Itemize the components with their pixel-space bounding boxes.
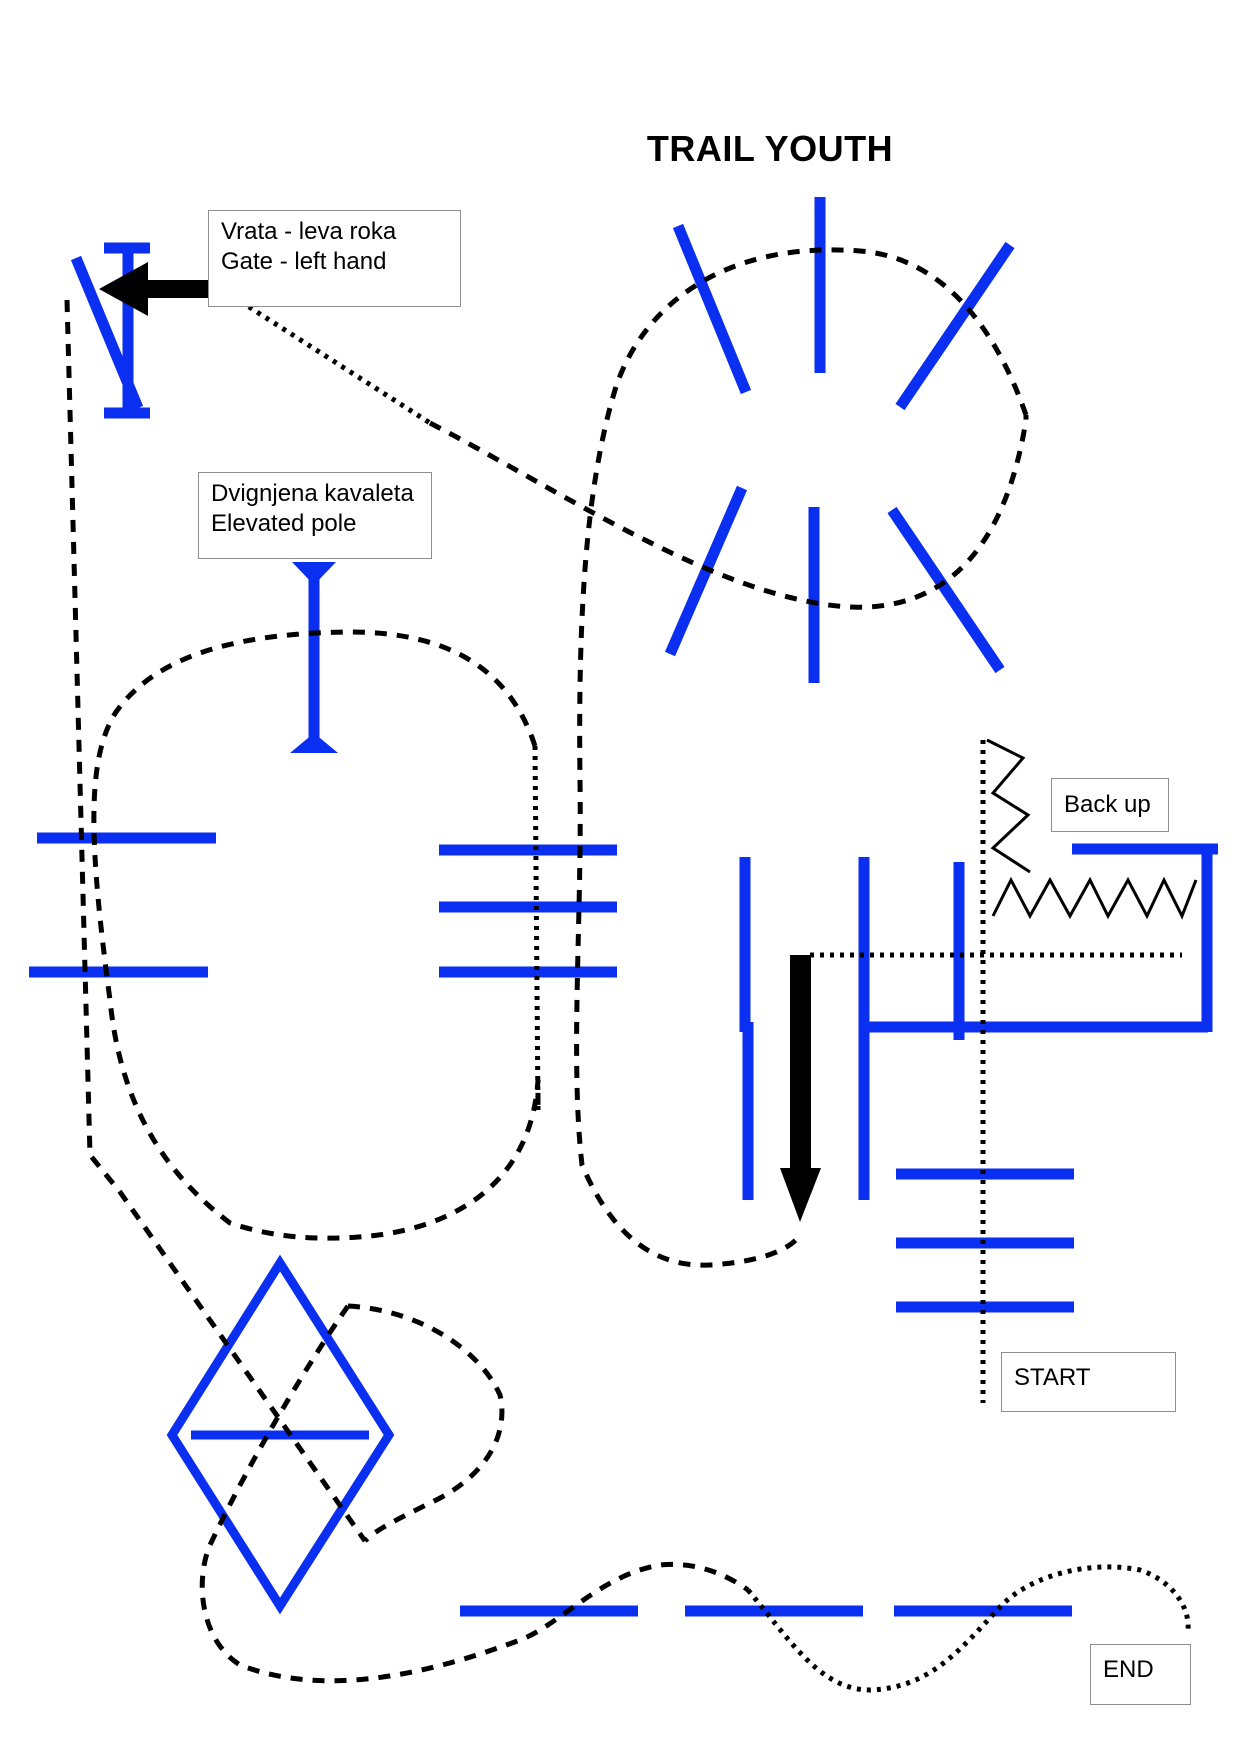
elevated-pole-label: Dvignjena kavaleta Elevated pole bbox=[198, 472, 432, 559]
backup-label-text: Back up bbox=[1064, 791, 1151, 818]
end-label-text: END bbox=[1103, 1656, 1154, 1683]
gate-label: Vrata - leva roka Gate - left hand bbox=[208, 210, 461, 307]
diagram-title: TRAIL YOUTH bbox=[646, 128, 894, 169]
left-poles-obstacle bbox=[29, 832, 216, 978]
backup-label: Back up bbox=[1051, 778, 1169, 832]
start-label-text: START bbox=[1014, 1364, 1091, 1391]
gate-label-line-1: Vrata - leva roka bbox=[221, 218, 397, 245]
diamond-obstacle bbox=[166, 1254, 395, 1615]
elevated-pole-obstacle bbox=[290, 562, 338, 753]
backup-direction-arrow bbox=[780, 955, 821, 1222]
radial-poles-obstacle bbox=[664, 197, 1015, 683]
middle-poles-obstacle bbox=[439, 844, 617, 978]
elevated-pole-label-line-2: Elevated pole bbox=[211, 510, 357, 537]
gate-label-line-2: Gate - left hand bbox=[221, 248, 387, 275]
end-label: END bbox=[1090, 1644, 1191, 1705]
elevated-pole-label-line-1: Dvignjena kavaleta bbox=[211, 480, 414, 507]
backup-corridor-obstacle bbox=[739, 843, 1218, 1200]
backup-zigzag bbox=[986, 738, 1198, 920]
course-route bbox=[64, 247, 1191, 1693]
gate-arrow bbox=[99, 262, 217, 316]
start-label: START bbox=[1001, 1352, 1176, 1412]
